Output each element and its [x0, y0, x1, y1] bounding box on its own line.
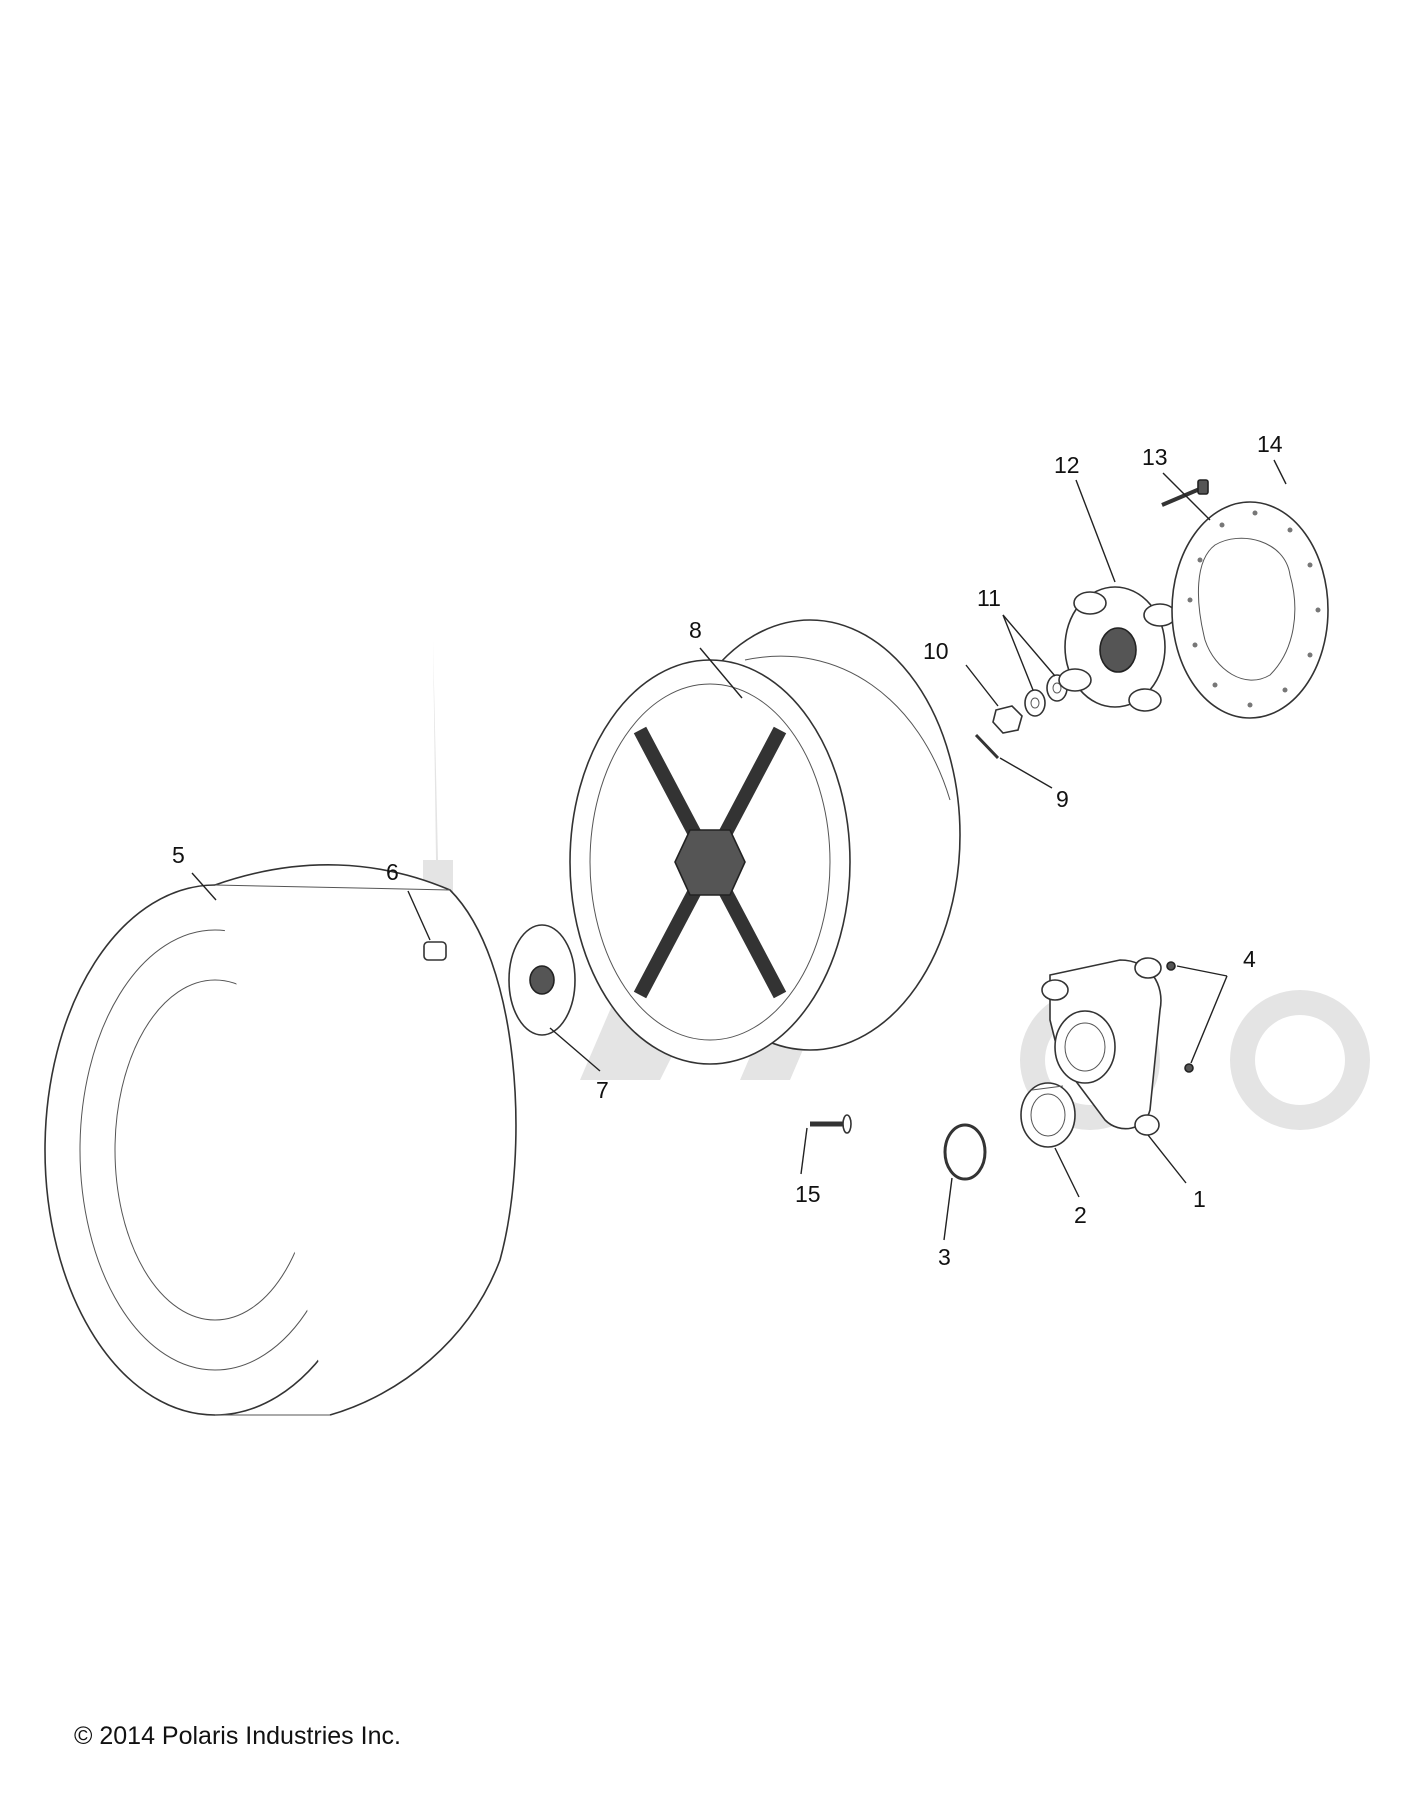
callout-15: 15 — [795, 1181, 821, 1207]
wheel — [569, 619, 961, 1065]
leader-lines — [191, 459, 1287, 1241]
callout-7: 7 — [596, 1077, 609, 1103]
callout-12: 12 — [1054, 452, 1080, 478]
callout-11: 11 — [977, 585, 1001, 611]
castle-nut — [992, 705, 1023, 734]
grease-fittings — [1166, 961, 1194, 1073]
callout-1: 1 — [1193, 1186, 1206, 1212]
copyright-notice: © 2014 Polaris Industries Inc. — [74, 1722, 401, 1750]
wheel-hub — [1058, 586, 1177, 712]
wheel-bearing — [1020, 1082, 1076, 1148]
callout-4: 4 — [1243, 946, 1256, 972]
washers — [1024, 674, 1068, 717]
center-cap — [508, 924, 576, 1036]
brake-disc-bolt — [1161, 479, 1209, 507]
valve-stem — [423, 941, 447, 961]
callout-9: 9 — [1056, 786, 1069, 812]
callout-14: 14 — [1257, 431, 1283, 457]
callout-13: 13 — [1142, 444, 1168, 470]
tire — [44, 864, 517, 1416]
callout-3: 3 — [938, 1244, 951, 1270]
callout-5: 5 — [172, 842, 185, 868]
snap-ring — [943, 1123, 987, 1181]
cotter-pin — [974, 733, 1000, 760]
callout-8: 8 — [689, 617, 702, 643]
callout-6: 6 — [386, 859, 399, 885]
callout-10: 10 — [923, 638, 949, 664]
bearing-carrier — [1041, 957, 1162, 1136]
callout-labels: 1 2 3 4 5 6 7 8 9 10 11 12 13 14 15 — [172, 431, 1283, 1270]
callout-2: 2 — [1074, 1202, 1087, 1228]
pivot-pin — [810, 1114, 852, 1134]
brake-disc — [1171, 501, 1329, 719]
